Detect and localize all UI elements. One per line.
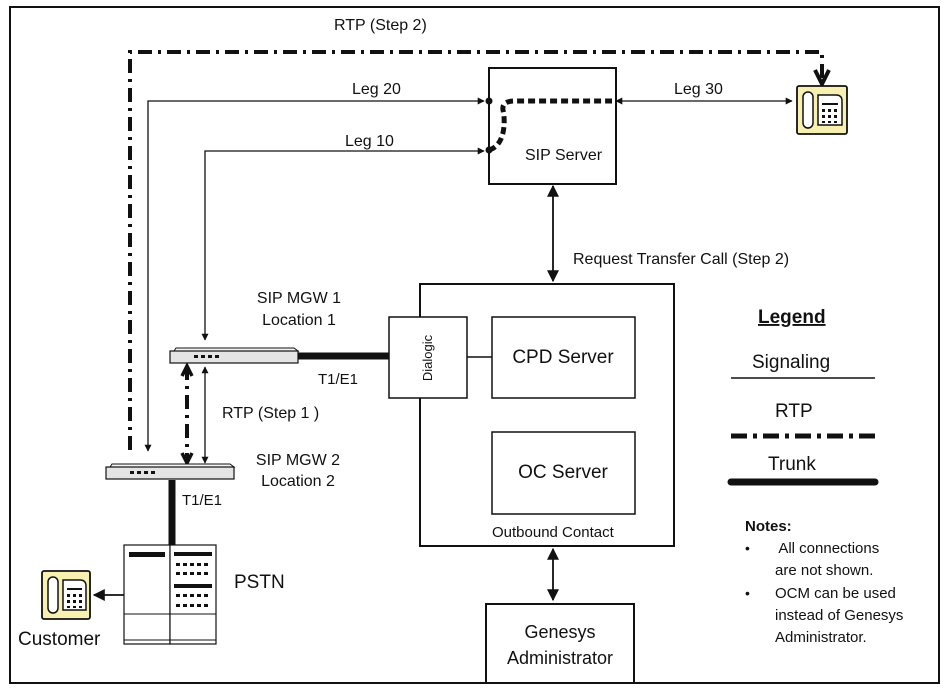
rtp-step1-arrowhead-bottom — [180, 452, 194, 467]
legend-trunk-label: Trunk — [768, 454, 816, 475]
sip-server-label: SIP Server — [525, 147, 603, 164]
sip-mgw2-label-line1: SIP MGW 2 — [256, 452, 340, 469]
notes-item1-line1: All connections — [775, 540, 879, 557]
sip-mgw2-label-line2: Location 2 — [261, 473, 335, 490]
genesys-admin-label-line1: Genesys — [524, 622, 595, 642]
customer-label: Customer — [18, 629, 101, 650]
leg20-signaling-line — [144, 97, 485, 452]
telephone-icon[interactable] — [796, 85, 848, 135]
pstn-switch-icon[interactable] — [123, 544, 217, 645]
outbound-contact-label: Outbound Contact — [492, 524, 615, 541]
notes-item2-line3: Administrator. — [775, 629, 867, 646]
notes: Notes: • All connections are not shown. … — [745, 518, 903, 646]
cpd-server-box[interactable] — [491, 316, 636, 399]
leg10-label: Leg 10 — [345, 133, 394, 150]
media-gateway-icon[interactable] — [169, 347, 300, 364]
leg20-label: Leg 20 — [352, 81, 401, 98]
notes-item2-line2: instead of Genesys — [775, 607, 903, 624]
leg20-junction-dot — [485, 97, 493, 105]
rtp-step2-path — [128, 50, 824, 450]
media-gateway-icon[interactable] — [105, 463, 236, 480]
sip-server-box[interactable] — [488, 67, 617, 185]
leg10-signaling-line — [201, 147, 485, 341]
t1e1-bottom-label: T1/E1 — [182, 492, 222, 509]
sip-mgw1-label-line1: SIP MGW 1 — [257, 290, 341, 307]
request-transfer-label: Request Transfer Call (Step 2) — [573, 251, 789, 268]
dialogic-box[interactable] — [388, 316, 468, 399]
diagram-frame — [9, 6, 940, 684]
leg30-label: Leg 30 — [674, 81, 723, 98]
notes-bullet-2: • — [745, 585, 750, 601]
telephone-icon[interactable] — [41, 570, 91, 620]
cpd-server-label: CPD Server — [512, 347, 614, 368]
rtp-step1-label: RTP (Step 1 ) — [222, 405, 319, 422]
legend-title: Legend — [758, 307, 826, 328]
rtp-step2-label: RTP (Step 2) — [334, 17, 427, 34]
genesys-administrator-box[interactable] — [485, 603, 635, 684]
sip-mgw1-label-line2: Location 1 — [262, 312, 336, 329]
dialogic-label: Dialogic — [420, 334, 435, 381]
legend-signaling-label: Signaling — [752, 352, 830, 373]
legend-rtp-label: RTP — [775, 401, 813, 422]
notes-item2-line1: OCM can be used — [775, 585, 896, 602]
notes-bullet-1: • — [745, 540, 750, 556]
oc-server-label: OC Server — [518, 462, 608, 483]
oc-server-box[interactable] — [491, 431, 636, 515]
pstn-label: PSTN — [234, 572, 285, 593]
notes-title: Notes: — [745, 518, 792, 535]
rtp-step2-arrowhead — [813, 69, 831, 89]
rtp-step1-arrowhead-top — [180, 362, 194, 377]
sip-server-bridge-path — [488, 98, 612, 153]
genesys-admin-label-line2: Administrator — [507, 648, 613, 668]
t1e1-top-label: T1/E1 — [318, 371, 358, 388]
notes-item1-line2: are not shown. — [775, 562, 873, 579]
leg10-junction-dot — [485, 146, 493, 154]
legend: Legend Signaling RTP Trunk — [727, 307, 879, 486]
